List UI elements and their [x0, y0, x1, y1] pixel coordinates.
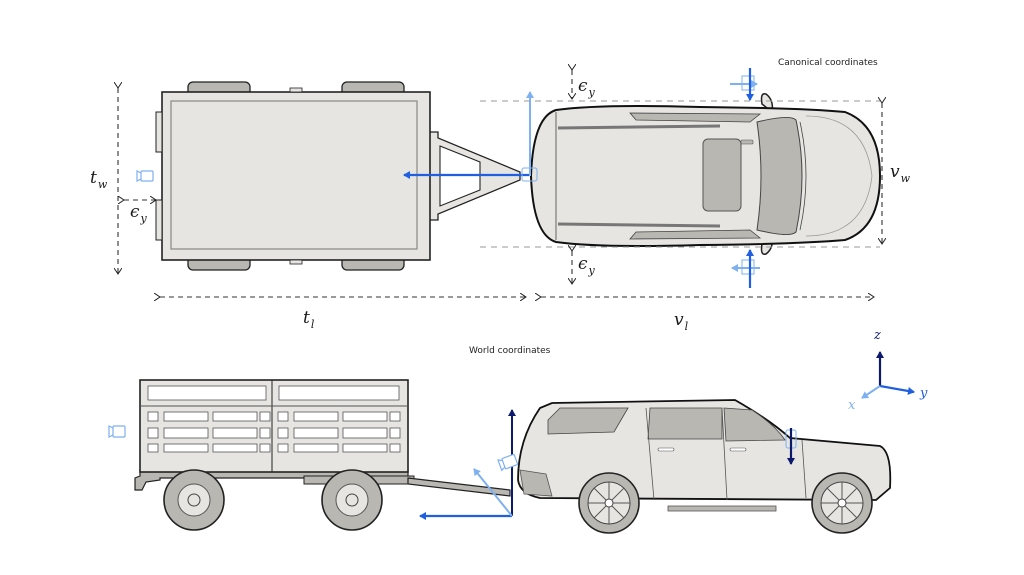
epsilon-bottom-label: ϵy — [578, 254, 595, 277]
canonical-coordinates-caption: Canonical coordinates — [778, 58, 878, 68]
world-coordinates-caption: World coordinates — [469, 346, 551, 356]
mirror-frame-side — [785, 428, 797, 465]
mirror-frame-right — [731, 249, 760, 288]
vehicle-width-label: vw — [890, 162, 911, 185]
epsilon-rear-label: ϵy — [130, 202, 147, 225]
hitch-frame-top — [403, 91, 538, 182]
epsilon-top-label: ϵy — [578, 76, 595, 99]
x-axis-label: x — [848, 398, 856, 413]
vehicle-top-view — [529, 92, 882, 256]
camera-icon — [136, 170, 154, 182]
trailer-width-label: tw — [90, 168, 108, 191]
trailer-side-view — [134, 379, 511, 531]
vehicle-side-view — [517, 399, 892, 534]
vehicle-length-label: vl — [674, 310, 689, 333]
vehicle-width-guides — [480, 100, 880, 248]
y-axis-label: y — [920, 386, 928, 401]
z-axis-label: z — [874, 328, 881, 343]
trailer-length-label: tl — [303, 308, 315, 331]
hitch-frame-side — [419, 409, 519, 520]
world-axes — [861, 351, 915, 399]
trailer-top-view — [155, 81, 521, 271]
mirror-frame-left — [730, 68, 758, 101]
dimension-arrows — [118, 70, 882, 297]
camera-icon — [108, 425, 126, 438]
